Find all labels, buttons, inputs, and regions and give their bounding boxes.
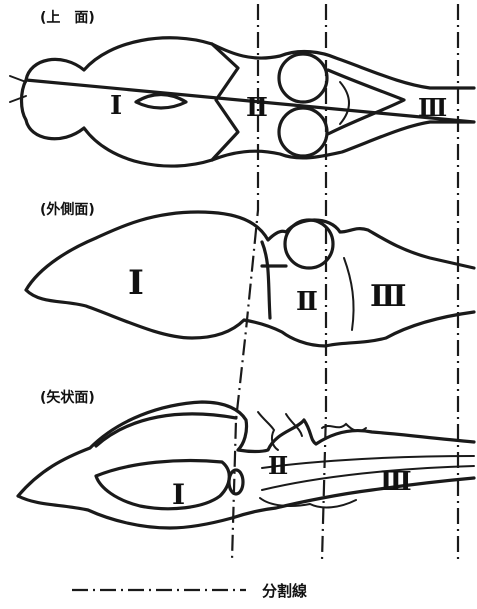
lateral-part-3-label: Ⅲ: [370, 279, 407, 314]
lateral-part-2-label: Ⅱ: [296, 287, 318, 317]
lateral-view-body: [26, 212, 474, 346]
top-part-3-label: Ⅲ: [418, 93, 447, 122]
sagittal-view-oval: [229, 470, 243, 494]
lateral-view-boundary-2: [344, 258, 354, 330]
sagittal-view-wavy-top: [322, 424, 366, 431]
sagittal-part-3-label: Ⅲ: [380, 467, 412, 497]
sagittal-view-outline: [18, 402, 474, 528]
top-view-inner-arc: [340, 82, 349, 124]
sagittal-view-frills: [258, 412, 302, 450]
dividing-line-1: [232, 4, 258, 560]
top-view-lobe-upper: [279, 54, 327, 102]
sagittal-part-2-label: Ⅱ: [268, 451, 288, 480]
sagittal-part-1-label: Ⅰ: [172, 478, 185, 511]
sagittal-view-label: (矢状面): [40, 389, 95, 406]
top-view-lobe-lower: [279, 108, 327, 156]
lateral-view-boundary-1: [262, 242, 270, 318]
lateral-view-label: (外側面): [40, 201, 95, 218]
top-view-label: (上 面): [40, 10, 95, 26]
top-view-slit: [136, 95, 186, 109]
sagittal-view-inner-line-2: [262, 466, 474, 490]
sagittal-view-upper-curve: [96, 414, 236, 446]
legend-label: 分割線: [262, 582, 307, 600]
lateral-view-outline: [26, 212, 474, 346]
lateral-part-1-label: Ⅰ: [128, 263, 144, 303]
top-view-notch: [212, 44, 238, 160]
top-part-1-label: Ⅰ: [110, 91, 122, 121]
sagittal-view-body: [18, 402, 474, 528]
sagittal-view-fold: [96, 461, 229, 509]
top-view-outline: [10, 38, 474, 166]
sagittal-view-inner-line: [262, 456, 474, 468]
legend: 分割線: [72, 582, 307, 600]
